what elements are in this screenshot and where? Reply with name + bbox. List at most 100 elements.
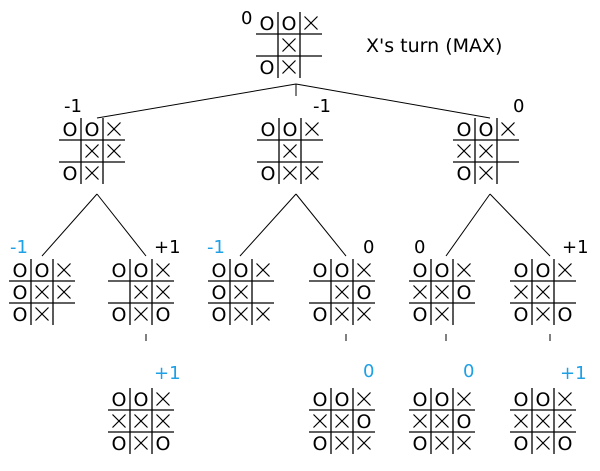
node-value-label: 0 bbox=[363, 237, 374, 258]
x-mark bbox=[156, 285, 170, 299]
x-mark bbox=[107, 144, 121, 158]
o-mark: O bbox=[457, 411, 472, 433]
tree-edges bbox=[41, 83, 551, 341]
node-value-label: +1 bbox=[154, 363, 181, 384]
node-value-label: +1 bbox=[154, 237, 181, 258]
o-mark: O bbox=[234, 260, 249, 282]
x-mark bbox=[558, 392, 572, 406]
o-mark: O bbox=[134, 389, 149, 411]
x-mark bbox=[514, 285, 528, 299]
o-mark: O bbox=[156, 433, 171, 455]
x-mark bbox=[413, 414, 427, 428]
o-mark: O bbox=[435, 389, 450, 411]
node-value-label: -1 bbox=[207, 237, 225, 258]
o-mark: O bbox=[514, 389, 529, 411]
x-mark bbox=[57, 285, 71, 299]
x-mark bbox=[282, 38, 296, 52]
node-value-label: -1 bbox=[313, 96, 331, 117]
x-mark bbox=[457, 436, 471, 450]
o-mark: O bbox=[457, 282, 472, 304]
node-value-label: -1 bbox=[10, 237, 28, 258]
o-mark: O bbox=[260, 57, 275, 79]
x-mark bbox=[457, 263, 471, 277]
x-mark bbox=[479, 166, 493, 180]
o-mark: O bbox=[260, 13, 275, 35]
tree-edge bbox=[96, 193, 147, 257]
node-value-label: 0 bbox=[414, 237, 425, 258]
o-mark: O bbox=[413, 304, 428, 326]
x-mark bbox=[536, 436, 550, 450]
o-mark: O bbox=[514, 433, 529, 455]
x-mark bbox=[413, 285, 427, 299]
x-mark bbox=[457, 392, 471, 406]
x-mark bbox=[558, 414, 572, 428]
o-mark: O bbox=[457, 163, 472, 185]
o-mark: O bbox=[357, 282, 372, 304]
x-mark bbox=[435, 414, 449, 428]
x-mark bbox=[536, 307, 550, 321]
o-mark: O bbox=[212, 304, 227, 326]
o-mark: O bbox=[85, 119, 100, 141]
x-mark bbox=[35, 285, 49, 299]
x-mark bbox=[134, 285, 148, 299]
x-mark bbox=[305, 122, 319, 136]
o-mark: O bbox=[261, 119, 276, 141]
o-mark: O bbox=[112, 304, 127, 326]
x-mark bbox=[283, 166, 297, 180]
x-mark bbox=[112, 414, 126, 428]
x-mark bbox=[501, 122, 515, 136]
x-mark bbox=[435, 307, 449, 321]
o-mark: O bbox=[313, 433, 328, 455]
node-value-label: 0 bbox=[363, 361, 374, 382]
x-mark bbox=[85, 166, 99, 180]
node-value-label: +1 bbox=[562, 237, 589, 258]
o-mark: O bbox=[536, 260, 551, 282]
x-mark bbox=[256, 263, 270, 277]
o-mark: O bbox=[112, 433, 127, 455]
x-mark bbox=[435, 285, 449, 299]
o-mark: O bbox=[13, 304, 28, 326]
x-mark bbox=[85, 144, 99, 158]
tree-edge bbox=[295, 193, 347, 257]
x-mark bbox=[357, 307, 371, 321]
tree-edge bbox=[295, 83, 491, 119]
x-mark bbox=[335, 436, 349, 450]
node-value-label: 0 bbox=[513, 96, 524, 117]
o-mark: O bbox=[112, 389, 127, 411]
x-mark bbox=[357, 436, 371, 450]
x-mark bbox=[134, 307, 148, 321]
node-value-label: -1 bbox=[64, 96, 82, 117]
x-mark bbox=[313, 414, 327, 428]
x-mark bbox=[335, 414, 349, 428]
o-mark: O bbox=[283, 119, 298, 141]
x-mark bbox=[479, 144, 493, 158]
x-mark bbox=[536, 285, 550, 299]
turn-label: X's turn (MAX) bbox=[366, 35, 503, 57]
o-mark: O bbox=[335, 389, 350, 411]
o-mark: O bbox=[63, 163, 78, 185]
x-mark bbox=[335, 285, 349, 299]
x-mark bbox=[457, 144, 471, 158]
o-mark: O bbox=[212, 282, 227, 304]
x-mark bbox=[156, 263, 170, 277]
o-mark: O bbox=[413, 433, 428, 455]
x-mark bbox=[57, 263, 71, 277]
o-mark: O bbox=[536, 389, 551, 411]
o-mark: O bbox=[514, 260, 529, 282]
o-mark: O bbox=[413, 389, 428, 411]
x-mark bbox=[134, 436, 148, 450]
x-mark bbox=[536, 414, 550, 428]
x-mark bbox=[514, 414, 528, 428]
o-mark: O bbox=[13, 282, 28, 304]
